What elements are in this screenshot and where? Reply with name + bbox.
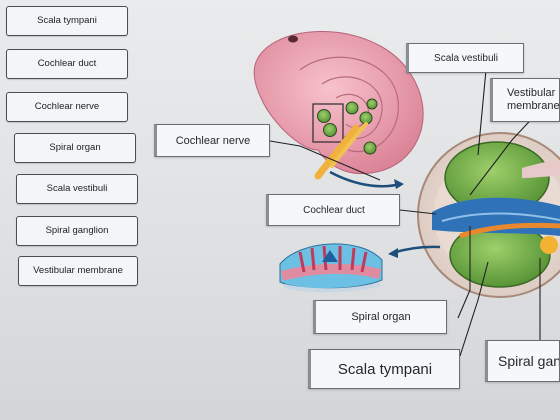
target-cochlear-nerve[interactable]: Cochlear nerve <box>154 124 270 157</box>
target-vestibular-membrane[interactable]: Vestibular membrane <box>490 78 560 122</box>
spiral-organ-detail <box>280 244 382 290</box>
bank-label-cochlear-duct[interactable]: Cochlear duct <box>6 49 128 79</box>
bank-label-spiral-organ[interactable]: Spiral organ <box>14 133 136 163</box>
bank-label-cochlear-nerve[interactable]: Cochlear nerve <box>6 92 128 122</box>
target-scala-vestibuli[interactable]: Scala vestibuli <box>406 43 524 73</box>
bank-label-spiral-ganglion[interactable]: Spiral ganglion <box>16 216 138 246</box>
target-spiral-ganglion[interactable]: Spiral ganglion <box>485 340 560 382</box>
target-scala-tympani[interactable]: Scala tympani <box>308 349 460 389</box>
cochlea-cross-section <box>418 133 560 297</box>
cochlea-shell <box>254 31 423 176</box>
bank-label-scala-vestibuli[interactable]: Scala vestibuli <box>16 174 138 204</box>
target-cochlear-duct[interactable]: Cochlear duct <box>266 194 400 226</box>
target-spiral-organ[interactable]: Spiral organ <box>313 300 447 334</box>
bank-label-scala-tympani[interactable]: Scala tympani <box>6 6 128 36</box>
bank-label-vestibular-membrane[interactable]: Vestibular membrane <box>18 256 138 286</box>
